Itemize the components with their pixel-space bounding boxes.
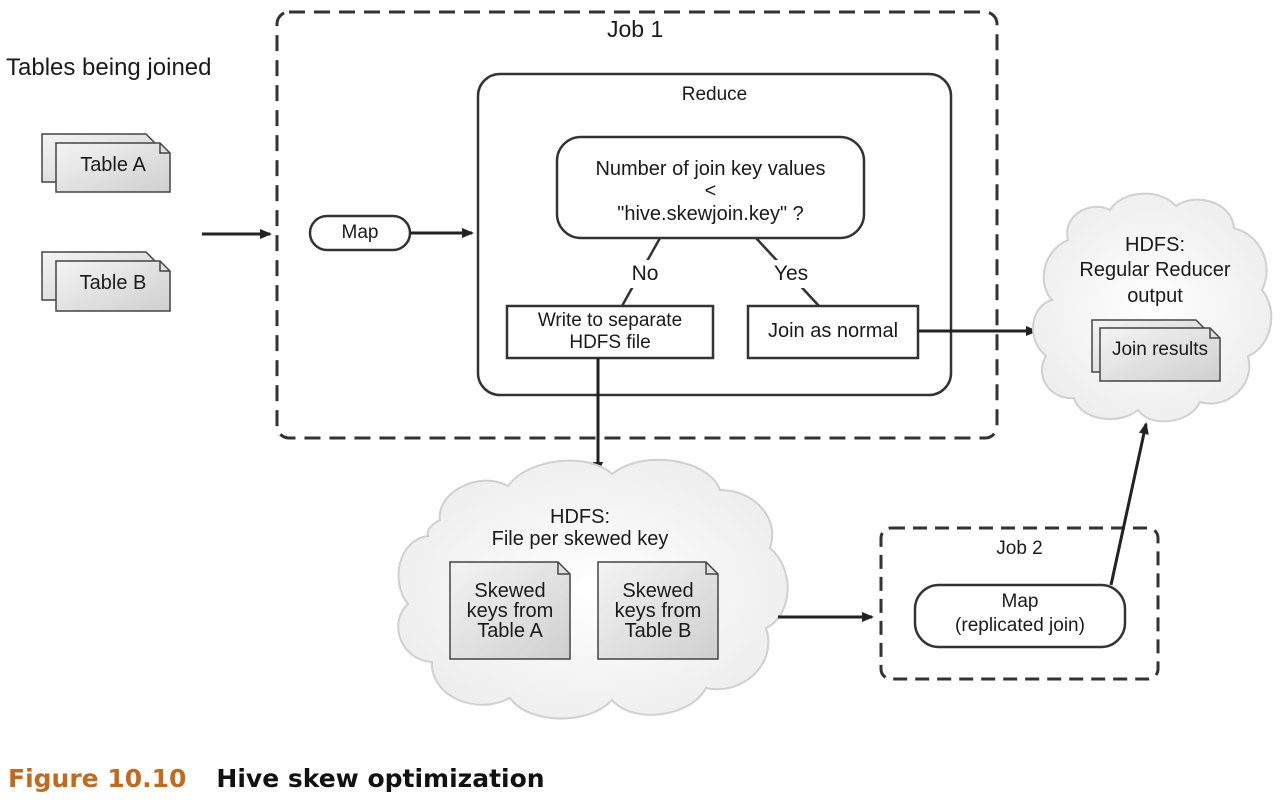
- join-results-doc: [1091, 319, 1221, 382]
- figure-title: Hive skew optimization: [216, 764, 545, 793]
- hdfs-skew-title-1: HDFS:: [550, 506, 610, 528]
- skewed-table-a-doc: [449, 561, 571, 660]
- skewed-a-line-1: Skewed: [474, 580, 546, 602]
- table-a-doc: [41, 133, 171, 193]
- decision-line-3: "hive.skewjoin.key" ?: [617, 203, 804, 225]
- decision-line-1: Number of join key values: [595, 158, 826, 180]
- join-normal-label: Join as normal: [767, 320, 899, 342]
- tables-heading: Tables being joined: [6, 54, 212, 81]
- figure-number: Figure 10.10: [8, 764, 187, 793]
- table-b-doc: [41, 251, 171, 312]
- job1-map-label: Map: [341, 222, 379, 243]
- hdfs-regular-title-3: output: [1127, 285, 1183, 307]
- job2-map-pill: [913, 583, 1127, 649]
- job2-map-line-1: Map: [1001, 591, 1039, 612]
- job2-container: [879, 526, 1160, 681]
- no-label-mask: [630, 260, 666, 288]
- join-results-label: Join results: [1111, 339, 1209, 360]
- skewed-b-line-3: Table B: [624, 620, 692, 642]
- reduce-label: Reduce: [681, 84, 748, 105]
- no-label: No: [631, 262, 659, 285]
- job2-label: Job 2: [996, 538, 1043, 559]
- skewed-b-line-1: Skewed: [622, 580, 694, 602]
- decision-line-2: <: [704, 180, 717, 202]
- job2-map-line-2: (replicated join): [955, 615, 1085, 636]
- job1-label: Job 1: [607, 16, 664, 42]
- skewed-a-line-2: keys from: [466, 600, 554, 622]
- diagram-canvas: [41, 10, 1273, 720]
- skewed-table-b-doc: [597, 561, 719, 660]
- job1-container: [275, 10, 999, 440]
- write-separate-line-2: HDFS file: [569, 332, 651, 353]
- skewed-a-line-3: Table A: [477, 620, 543, 642]
- hdfs-regular-title-1: HDFS:: [1125, 234, 1185, 256]
- decision-box: [555, 135, 866, 240]
- write-separate-line-1: Write to separate: [537, 310, 683, 331]
- table-a-label: Table A: [80, 154, 146, 176]
- figure-caption: Figure 10.10 Hive skew optimization: [8, 764, 545, 793]
- table-b-label: Table B: [79, 272, 147, 294]
- hdfs-regular-title-2: Regular Reducer: [1079, 259, 1231, 281]
- write-separate-box: [505, 304, 715, 360]
- yes-label-mask: [770, 260, 812, 288]
- hdfs-skew-title-2: File per skewed key: [491, 528, 669, 550]
- skewed-b-line-2: keys from: [614, 600, 702, 622]
- job2-to-hdfs-arrow: [1109, 422, 1149, 586]
- yes-label: Yes: [773, 262, 809, 285]
